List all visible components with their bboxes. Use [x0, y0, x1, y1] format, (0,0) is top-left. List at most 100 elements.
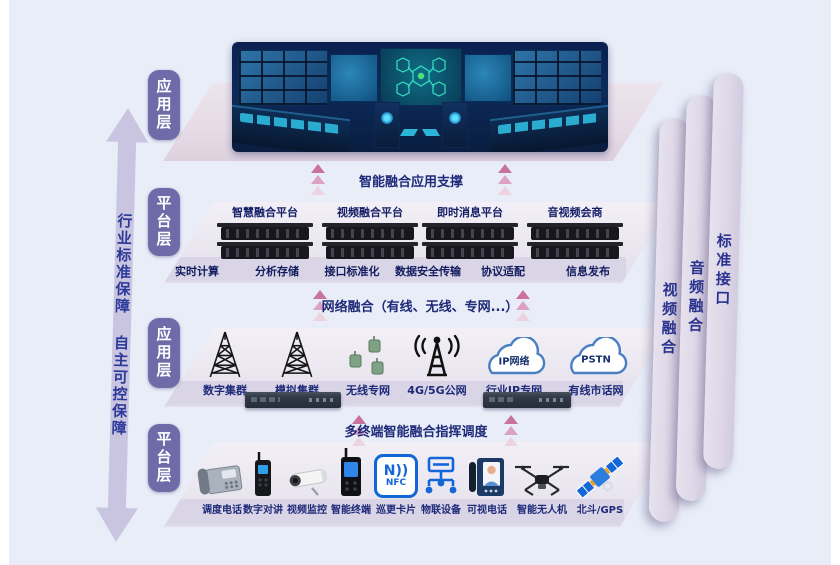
terminal-item-nfc-card: N)) NFC 巡更卡片	[372, 452, 420, 516]
connector-label-network-fusion: 网络融合（有线、无线、专网...）	[321, 300, 519, 315]
command-center-image	[232, 42, 608, 152]
nfc-card-icon: N)) NFC	[374, 454, 418, 498]
layer-badge-application-2: 应用层	[148, 318, 180, 388]
flow-arrows-icon	[311, 164, 325, 195]
server-rack-icon	[322, 223, 418, 261]
capability-label: 实时计算	[175, 265, 219, 278]
terminal-item-label: 调度电话	[202, 505, 242, 516]
terminal-item-cctv: 视频监控	[281, 452, 333, 516]
gateway-device-icon	[483, 392, 571, 408]
server-rack-icon	[422, 223, 518, 261]
side-screen-left	[330, 54, 378, 102]
capability-label: 数据安全传输	[395, 265, 461, 278]
connector-label-app-support: 智能融合应用支撑	[358, 175, 464, 190]
cctv-camera-icon	[289, 469, 328, 496]
nfc-text: NFC	[385, 478, 407, 488]
terminal-item-label: 数字对讲	[243, 505, 283, 516]
network-item-label: 无线专网	[346, 384, 390, 397]
cloud-label: PSTN	[581, 354, 611, 366]
server-group-smart-fusion: 智慧融合平台	[210, 204, 320, 261]
server-group-video-fusion: 视频融合平台	[315, 204, 425, 261]
arrow-down-icon	[94, 507, 138, 543]
network-item-label: 数字集群	[203, 384, 247, 397]
layer-badge-platform-1: 平台层	[148, 188, 180, 256]
gateway-device-icon	[245, 392, 341, 408]
video-phone-icon	[469, 458, 504, 496]
layer-badge-platform-2: 平台层	[148, 424, 180, 492]
terminal-item-label: 可视电话	[467, 505, 507, 516]
assurance-arrow: 行业标准保障 自主可控保障	[90, 107, 154, 543]
satellite-icon	[576, 456, 624, 498]
terminal-item-drone: 智能无人机	[514, 456, 570, 516]
floor-chevron-right	[421, 129, 441, 136]
operator-pedestal-left	[374, 102, 400, 148]
cloud-icon: IP网络	[472, 337, 556, 379]
walkie-talkie-icon	[255, 452, 271, 496]
cloud-label: IP网络	[498, 356, 530, 368]
server-title: 智慧融合平台	[232, 206, 298, 219]
left-frame	[0, 0, 9, 565]
server-group-av-conference: 音视频会商	[520, 204, 630, 261]
right-bar-label: 标准接口	[712, 232, 734, 310]
flow-arrows-icon	[504, 415, 518, 446]
terminal-item-smart-terminal: 智能终端	[327, 448, 375, 516]
server-rack-icon	[217, 223, 313, 261]
right-bar-label: 音频融合	[685, 259, 706, 337]
network-item-wireless-private: 无线专网	[328, 334, 408, 398]
terminal-item-label: 物联设备	[421, 505, 461, 516]
terminal-item-iot-device: 物联设备	[417, 452, 465, 516]
smart-terminal-icon	[341, 448, 361, 496]
terminal-item-digital-radio: 数字对讲	[240, 452, 286, 516]
assurance-text-top: 行业标准保障	[112, 212, 134, 316]
nfc-glyph: N))	[383, 463, 409, 479]
server-group-instant-message: 即时消息平台	[415, 204, 525, 261]
network-item-analog-trunking: 模拟集群	[257, 330, 337, 398]
network-hexagon-graphic	[396, 57, 446, 97]
network-item-pstn: PSTN 有线市话网	[554, 337, 638, 398]
terminal-item-beidou-gps: 北斗/GPS	[572, 454, 628, 516]
radio-nodes-icon	[349, 336, 384, 375]
flow-arrows-icon	[516, 290, 530, 321]
layer-badge-application-1: 应用层	[148, 70, 180, 140]
connector-label-dispatch: 多终端智能融合指挥调度	[344, 425, 488, 440]
flow-arrows-icon	[352, 415, 366, 446]
terminal-item-label: 视频监控	[287, 505, 327, 516]
network-item-digital-trunking: 数字集群	[185, 330, 265, 398]
server-title: 音视频会商	[547, 206, 603, 219]
operator-pedestal-right	[442, 102, 468, 148]
video-wall-left	[238, 50, 328, 106]
lattice-tower-icon	[281, 331, 313, 378]
network-item-4g5g-public: 4G/5G公网	[397, 332, 477, 398]
terminal-label-strip	[164, 499, 624, 525]
server-title: 视频融合平台	[337, 206, 403, 219]
main-screen	[380, 48, 462, 106]
terminal-item-label: 智能终端	[331, 505, 371, 516]
dispatch-phone-icon	[197, 465, 243, 495]
iot-network-icon	[425, 456, 457, 494]
video-wall-right	[512, 50, 602, 106]
flow-arrows-icon	[498, 164, 512, 195]
capability-label: 协议适配	[481, 265, 525, 278]
side-screen-right	[464, 54, 512, 102]
network-item-label: 有线市话网	[568, 384, 624, 397]
assurance-text-bottom: 自主可控保障	[109, 334, 131, 438]
terminal-item-dispatch-phone: 调度电话	[196, 452, 248, 516]
cellular-antenna-icon	[414, 334, 460, 377]
lattice-tower-icon	[209, 331, 241, 378]
cloud-icon: PSTN	[554, 337, 638, 379]
console-desk-left	[232, 104, 350, 152]
capability-label: 接口标准化	[324, 265, 380, 278]
drone-icon	[515, 465, 569, 496]
server-title: 即时消息平台	[437, 206, 503, 219]
right-bar-label: 视频融合	[658, 281, 679, 359]
flow-arrows-icon	[313, 290, 327, 321]
terminal-item-label: 智能无人机	[517, 505, 567, 516]
console-desk-right	[490, 104, 608, 152]
network-item-label: 4G/5G公网	[407, 384, 467, 397]
right-frame	[831, 0, 840, 565]
terminal-item-label: 北斗/GPS	[576, 505, 624, 516]
network-item-industry-ip: IP网络 行业IP专网	[472, 337, 556, 398]
server-rack-icon	[527, 223, 623, 261]
terminal-item-label: 巡更卡片	[376, 505, 416, 516]
